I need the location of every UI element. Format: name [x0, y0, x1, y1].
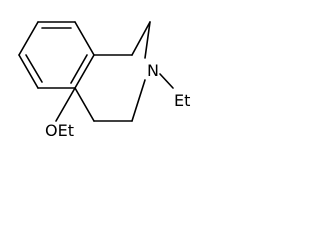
bond-ring-2 — [74, 21, 95, 56]
nitrogen-label: N — [147, 61, 159, 80]
double-bond-inner-3 — [25, 54, 43, 83]
bond-c8a-c8 — [74, 87, 95, 122]
bond-n-ethyl — [159, 73, 174, 89]
bond-ring-6 — [18, 21, 39, 56]
double-bond-inner-2 — [70, 54, 88, 84]
bond-c8-oxygen — [55, 87, 76, 122]
bond-c4-c3 — [131, 21, 151, 56]
chemical-structure: N Et OEt — [18, 21, 190, 140]
ethoxy-label: OEt — [45, 121, 74, 140]
bond-c3-n — [144, 21, 151, 59]
bond-ring-3 — [74, 54, 95, 89]
bond-ring-5 — [18, 54, 39, 89]
ethyl-label: Et — [174, 91, 190, 110]
piperidine-ring — [74, 21, 151, 122]
benzene-ring — [18, 21, 95, 89]
bond-n-c1 — [131, 79, 146, 122]
